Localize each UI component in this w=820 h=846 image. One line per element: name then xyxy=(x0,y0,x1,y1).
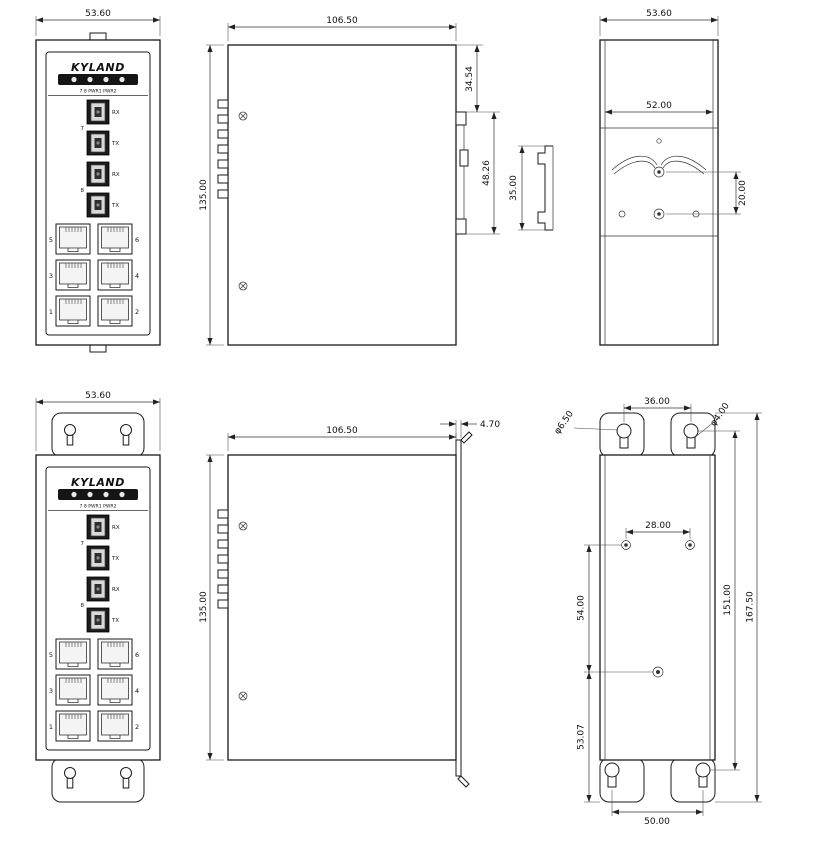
fiber-pair-number: 8 xyxy=(81,188,85,194)
keyhole-slot xyxy=(695,762,711,778)
panel-screw xyxy=(238,111,248,121)
view-din-rail-front: 53.60 KYLAND 7 8 PWR1 PWR2 RX TX RX TX 7… xyxy=(35,9,161,353)
fiber-port-label: RX xyxy=(112,110,120,116)
dim-total-height-label: 167.50 xyxy=(746,591,756,623)
dim-clip-length-label: 48.26 xyxy=(482,160,492,186)
dim-mid-span-label: 28.00 xyxy=(645,521,671,531)
dim-keyhole-dia-label: φ6.50 xyxy=(553,409,576,436)
din-clip-spring xyxy=(611,138,707,220)
dim-width-label: 106.50 xyxy=(326,426,358,436)
dim-width-label: 106.50 xyxy=(326,16,358,26)
top-mounting-ears xyxy=(599,412,716,458)
extension-lines xyxy=(455,420,462,438)
enclosure-outline xyxy=(227,454,457,761)
rj45-number: 2 xyxy=(135,308,139,316)
din-rail-profile xyxy=(537,145,554,231)
switch-front-panel: KYLAND 7 8 PWR1 PWR2 RX TX RX TX 7 8 5 xyxy=(35,39,161,346)
leader-line xyxy=(693,421,715,439)
din-clip xyxy=(455,111,469,235)
vent-slots xyxy=(217,509,229,609)
keyhole-slot xyxy=(616,423,632,439)
rj45-number: 5 xyxy=(49,236,53,244)
enclosure-outline xyxy=(227,44,457,346)
bottom-mounting-ears xyxy=(599,757,716,803)
led-panel xyxy=(58,74,138,85)
dim-width-label: 53.60 xyxy=(646,9,672,19)
led-indicator xyxy=(103,76,109,83)
view-wall-mount-rear: 36.00 φ6.50 φ4.00 28.00 54.00 53.07 151.… xyxy=(553,397,762,827)
led-indicator xyxy=(87,76,93,83)
fiber-port-label: RX xyxy=(112,172,120,178)
dim-width-label: 53.60 xyxy=(85,9,111,19)
fiber-pair-number: 7 xyxy=(81,126,85,132)
upper-screw-holes xyxy=(621,540,695,550)
keyhole-slot xyxy=(604,762,620,778)
dim-clip-offset-label: 34.54 xyxy=(465,66,475,92)
keyhole-slot xyxy=(64,767,76,779)
extension-lines xyxy=(599,16,719,36)
keyhole-slot xyxy=(120,424,132,436)
extension-lines xyxy=(35,398,161,451)
dim-width-label: 53.60 xyxy=(85,391,111,401)
brand-logo: KYLAND xyxy=(71,61,125,74)
view-wall-mount-side: 106.50 135.00 4.70 xyxy=(199,420,500,788)
rj45-number: 4 xyxy=(135,272,139,280)
dim-bracket-thickness-label: 4.70 xyxy=(480,420,500,430)
dim-bottom-span-label: 50.00 xyxy=(644,817,670,827)
bottom-keyholes xyxy=(604,762,711,788)
view-wall-mount-front: 53.60 xyxy=(35,391,161,803)
dim-rail-span-label: 52.00 xyxy=(646,101,672,111)
dim-height-label: 135.00 xyxy=(199,179,209,211)
dim-top-span-label: 36.00 xyxy=(644,397,670,407)
back-plate-edges xyxy=(604,40,714,345)
leader-line xyxy=(573,427,619,431)
rj45-number: 6 xyxy=(135,236,139,244)
faceplate xyxy=(45,51,151,336)
extension-lines xyxy=(715,412,762,803)
panel-screw xyxy=(238,691,248,701)
led-labels: 7 8 PWR1 PWR2 xyxy=(79,89,116,95)
dim-hole-span-label: 151.00 xyxy=(723,584,733,616)
led-indicator xyxy=(119,76,125,83)
view-din-rail-rear: 53.60 52.00 20.00 xyxy=(599,9,748,346)
enclosure-outline xyxy=(599,454,716,761)
rj45-number: 3 xyxy=(49,272,53,280)
led-indicator xyxy=(71,76,77,83)
fiber-port-label: TX xyxy=(111,141,119,147)
enclosure-outline xyxy=(599,39,719,346)
clip-area-lines xyxy=(600,127,718,237)
enclosure-outline xyxy=(35,39,161,346)
top-tab xyxy=(89,32,107,41)
fiber-port-label: TX xyxy=(111,203,119,209)
extension-lines xyxy=(666,171,741,215)
keyhole-slot xyxy=(683,423,699,439)
panel-screw xyxy=(238,521,248,531)
dim-bottom-offset-label: 53.07 xyxy=(577,724,587,750)
vent-slots xyxy=(217,99,229,199)
panel-screw xyxy=(238,281,248,291)
dim-height-label: 135.00 xyxy=(199,591,209,623)
extension-lines xyxy=(456,44,500,235)
dim-screw-span-label: 20.00 xyxy=(738,180,748,206)
top-mounting-ear xyxy=(51,412,145,458)
dim-mid-offset-label: 54.00 xyxy=(577,595,587,621)
rj45-number: 1 xyxy=(49,308,53,316)
bottom-tab xyxy=(89,344,107,353)
back-plate-edges xyxy=(604,455,711,760)
dim-rail-width-label: 35.00 xyxy=(509,175,519,201)
view-din-rail-side: 106.50 135.00 34.54 xyxy=(199,16,554,346)
bottom-mounting-ear xyxy=(51,757,145,803)
dim-slot-dia-label: φ4.00 xyxy=(709,401,732,428)
keyhole-slot xyxy=(120,767,132,779)
keyhole-slot xyxy=(64,424,76,436)
wall-bracket xyxy=(455,431,473,788)
